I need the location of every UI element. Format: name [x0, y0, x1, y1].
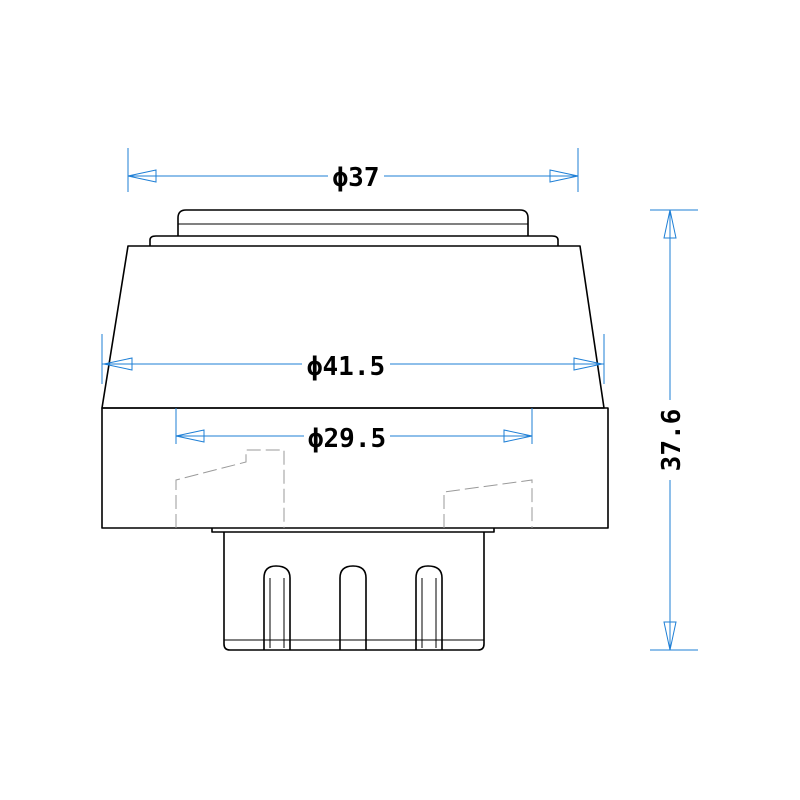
dimension-label-body-diameter: ϕ41.5 [307, 352, 385, 382]
arrow-left-icon [103, 357, 133, 371]
neck [211, 528, 495, 533]
base-block [223, 532, 485, 651]
slot-left [263, 565, 291, 650]
part-outline [101, 209, 609, 651]
hidden-ramp-right [443, 479, 533, 528]
dimension-body-diameter: ϕ41.5 [101, 334, 605, 384]
arrow-left-icon [175, 429, 205, 443]
cylinder-body [101, 407, 609, 529]
dimension-label-inner-diameter: ϕ29.5 [308, 424, 386, 454]
dimension-height: 37.6 [650, 209, 698, 651]
arrow-right-icon [549, 169, 579, 183]
dimension-label-height: 37.6 [657, 409, 687, 472]
hidden-ramp-left [175, 449, 285, 528]
arrow-down-icon [663, 621, 677, 651]
arrow-right-icon [503, 429, 533, 443]
tapered-body [101, 245, 605, 409]
dimension-label-top-diameter: ϕ37 [333, 163, 380, 193]
dimension-top-diameter: ϕ37 [127, 148, 579, 193]
arrow-left-icon [127, 169, 157, 183]
slot-right [415, 565, 443, 650]
top-cap [177, 209, 529, 236]
slot-middle [339, 565, 367, 650]
arrow-right-icon [573, 357, 603, 371]
flange-ring [149, 235, 559, 246]
arrow-up-icon [663, 209, 677, 239]
dimension-inner-diameter: ϕ29.5 [175, 408, 533, 454]
